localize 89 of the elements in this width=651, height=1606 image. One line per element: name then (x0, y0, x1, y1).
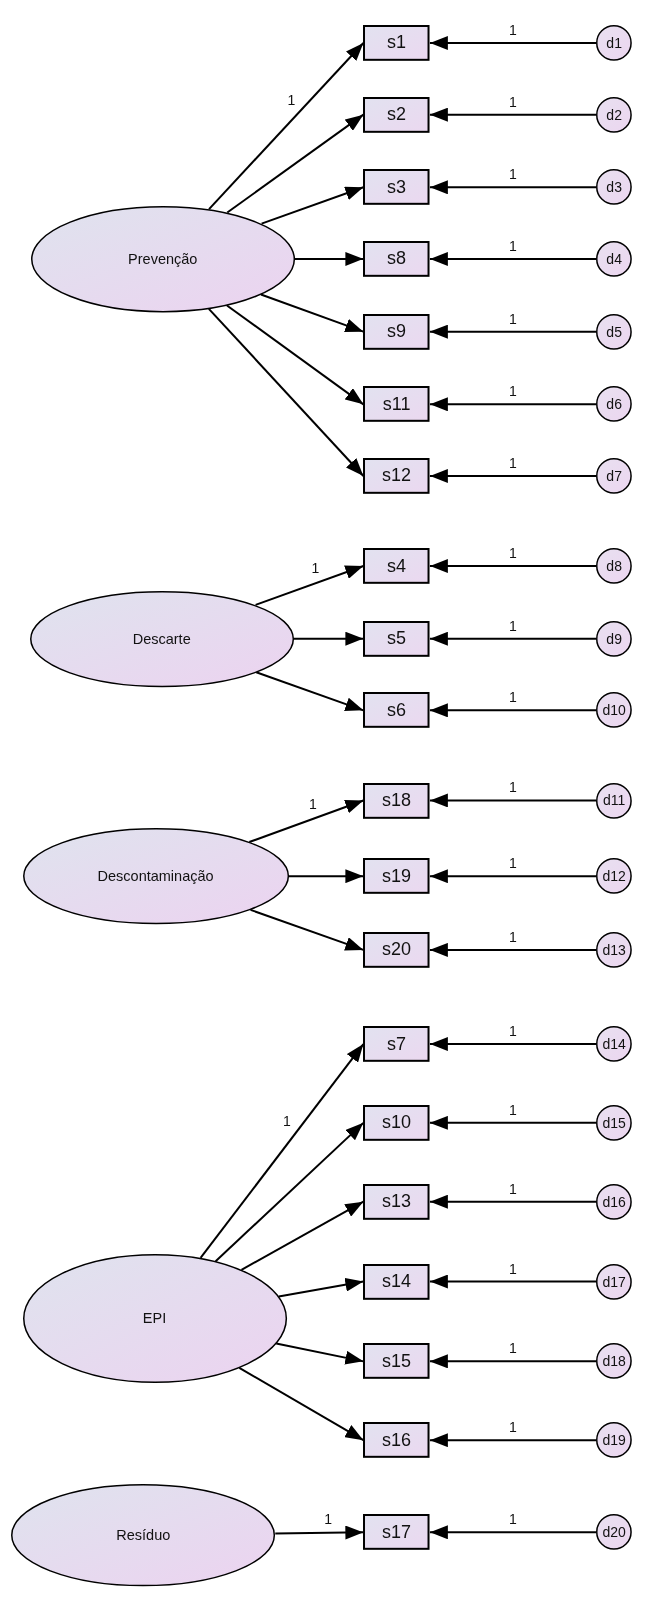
arrow (214, 1121, 365, 1263)
arrow (292, 631, 365, 646)
error-term-circle: d14 (596, 1026, 633, 1062)
edge-label: 1 (509, 238, 517, 253)
observed-variable-box: s10 (363, 1104, 430, 1141)
arrow (287, 869, 365, 884)
arrow (225, 304, 365, 406)
edge-label: 1 (509, 23, 517, 37)
observed-variable-box: s7 (363, 1026, 430, 1062)
arrow (260, 186, 365, 225)
edge-label: 1 (283, 1114, 291, 1129)
error-term-circle: d8 (596, 548, 633, 584)
observed-variable-box: s13 (363, 1183, 430, 1220)
error-term-circle: d11 (596, 782, 633, 819)
latent-variable-ellipse: EPI (22, 1253, 287, 1383)
latent-variable-ellipse: Prevenção (30, 205, 295, 313)
arrow (255, 671, 365, 712)
arrow (238, 1366, 365, 1442)
observed-variable-box: s14 (363, 1263, 430, 1300)
observed-variable-box: s2 (363, 96, 430, 133)
error-term-circle: d16 (596, 1183, 633, 1220)
observed-variable-box: s9 (363, 313, 430, 350)
error-term-circle: d12 (596, 858, 633, 895)
arrow (226, 113, 365, 214)
edge-label: 1 (308, 796, 317, 811)
arrow (259, 293, 365, 333)
error-term-circle: d15 (596, 1104, 633, 1141)
edge-label: 1 (311, 561, 320, 576)
edge-label: 1 (509, 455, 517, 470)
observed-variable-box: s16 (363, 1422, 430, 1459)
observed-variable-box: s12 (363, 458, 430, 494)
error-term-circle: d4 (596, 241, 633, 277)
error-term-circle: d18 (596, 1343, 633, 1380)
edge-label: 1 (509, 167, 517, 182)
observed-variable-box: s18 (363, 782, 430, 819)
arrow (249, 908, 365, 951)
arrow (274, 1525, 365, 1540)
arrow (199, 1043, 365, 1259)
edge-label: 1 (509, 1512, 517, 1527)
edge-label: 1 (509, 1024, 517, 1039)
arrow (208, 42, 365, 211)
error-term-circle: d19 (596, 1422, 633, 1459)
edge-label: 1 (287, 92, 296, 107)
error-term-circle: d20 (596, 1514, 633, 1551)
error-term-circle: d7 (596, 458, 633, 494)
edge-label: 1 (509, 690, 517, 705)
edge-label: 1 (509, 1261, 517, 1276)
edge-label: 1 (324, 1511, 332, 1526)
observed-variable-box: s19 (363, 858, 430, 895)
error-term-circle: d9 (596, 620, 633, 657)
observed-variable-box: s15 (363, 1343, 430, 1380)
error-term-circle: d5 (596, 313, 633, 350)
observed-variable-box: s5 (363, 620, 430, 657)
arrow (275, 1342, 365, 1365)
edge-label: 1 (509, 1341, 517, 1356)
edge-label: 1 (509, 384, 517, 399)
observed-variable-box: s17 (363, 1514, 430, 1551)
edge-label: 1 (509, 311, 517, 326)
latent-variable-ellipse: Descarte (29, 590, 294, 687)
latent-variable-ellipse: Descontaminação (22, 828, 289, 925)
error-term-circle: d2 (596, 96, 633, 133)
error-term-circle: d13 (596, 931, 633, 968)
observed-variable-box: s4 (363, 548, 430, 584)
error-term-circle: d17 (596, 1263, 633, 1300)
error-term-circle: d1 (596, 25, 633, 61)
error-term-circle: d3 (596, 169, 633, 206)
observed-variable-box: s3 (363, 169, 430, 206)
error-term-circle: d10 (596, 692, 633, 729)
observed-variable-box: s20 (363, 931, 430, 968)
edge-label: 1 (509, 780, 517, 795)
observed-variable-box: s6 (363, 692, 430, 729)
arrow (254, 565, 365, 606)
observed-variable-box: s11 (363, 386, 430, 423)
edge-label: 1 (509, 929, 517, 944)
edge-label: 1 (509, 1420, 517, 1435)
edge-label: 1 (509, 546, 517, 561)
edge-label: 1 (509, 1102, 517, 1117)
arrow (277, 1277, 365, 1298)
error-term-circle: d6 (596, 386, 633, 423)
edge-label: 1 (509, 618, 517, 633)
observed-variable-box: s1 (363, 25, 430, 61)
arrow (240, 1200, 365, 1271)
edge-label: 1 (509, 94, 517, 109)
arrow (207, 307, 365, 477)
edge-label: 1 (509, 1181, 517, 1196)
observed-variable-box: s8 (363, 241, 430, 277)
arrow (248, 799, 365, 844)
edge-label: 1 (509, 856, 517, 871)
latent-variable-ellipse: Resíduo (11, 1484, 276, 1587)
